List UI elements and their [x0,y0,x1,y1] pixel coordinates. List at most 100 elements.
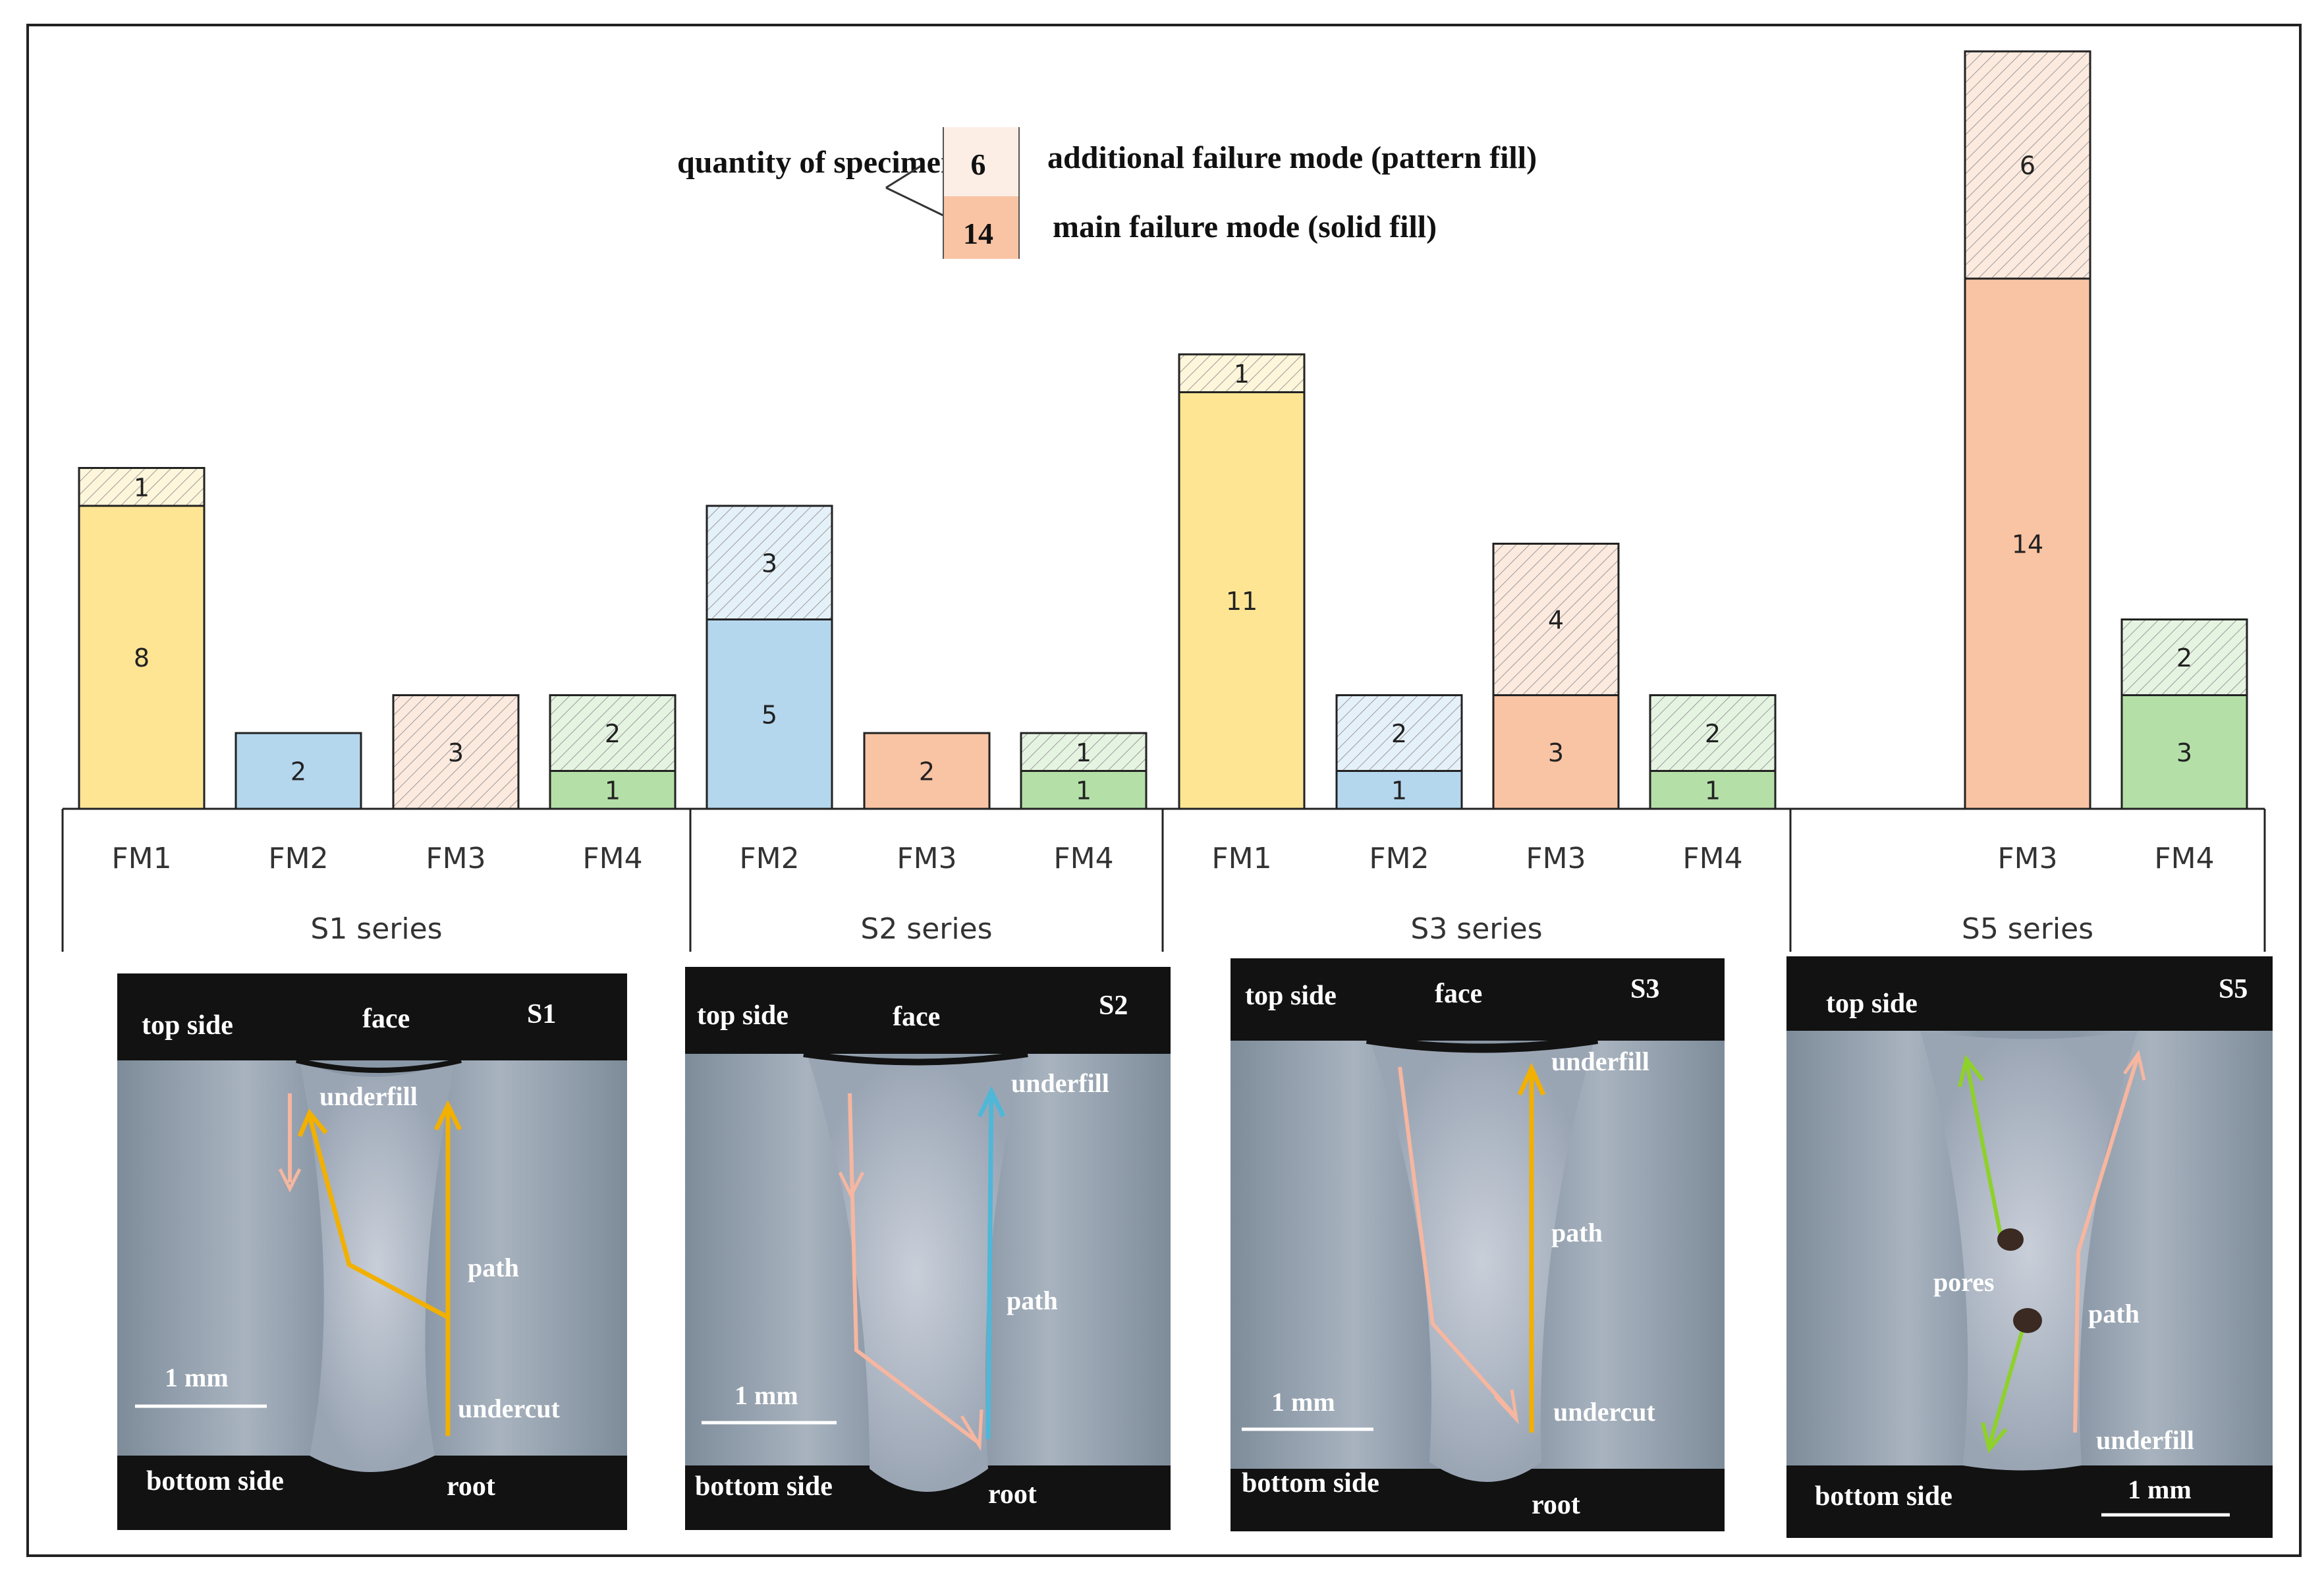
bar-additional-g2-fm2 [706,505,833,620]
micrograph-s5: top side S5 pores path underfill bottom … [1786,956,2273,1538]
bar-main-g1-fm2 [235,732,362,810]
micrographs-layer: top side face S1 underfill path 1 mm und… [117,956,2273,1538]
bar-additional-label-g4-fm3: 6 [2020,151,2035,180]
s5-label-top-side: top side [1826,989,1918,1019]
bar-additional-g2-fm4 [1020,732,1148,772]
bar-additional-label-g3-fm3: 4 [1548,606,1564,635]
category-label-g3-fm1: FM1 [1211,842,1271,875]
s3-label-id: S3 [1630,974,1659,1004]
legend-bracket [885,165,948,219]
bar-additional-g1-fm1 [78,467,206,507]
legend-swatch-additional [943,127,1019,196]
bar-main-label-g3-fm1: 11 [1226,587,1258,616]
s5-label-pores: pores [1933,1267,1995,1297]
bar-main-label-g2-fm4: 1 [1076,776,1092,805]
category-label-g1-fm1: FM1 [111,842,171,875]
s2-label-path: path [1007,1286,1058,1315]
figure-frame [26,24,2302,1557]
group-label-1: S1 series [310,912,442,946]
legend-swatch-main [943,196,1019,259]
s5-label-scale: 1 mm [2128,1475,2192,1504]
bar-additional-label-g2-fm4: 1 [1076,738,1092,767]
category-label-g2-fm3: FM3 [897,842,956,875]
bar-additional-g4-fm4 [2120,618,2248,696]
s1-label-scale: 1 mm [165,1363,229,1392]
bar-main-label-g1-fm4: 1 [605,776,621,805]
s3-label-scale: 1 mm [1271,1387,1335,1417]
legend: quantity of specimens 6 14 additional fa… [677,127,1537,259]
s1-label-face: face [362,1004,410,1034]
s3-label-path: path [1551,1218,1603,1247]
s1-label-undercut: undercut [458,1394,561,1423]
category-label-g1-fm3: FM3 [426,842,485,875]
s2-label-bottom-side: bottom side [695,1471,833,1502]
s1-label-id: S1 [527,999,556,1029]
bar-main-label-g3-fm4: 1 [1705,776,1721,805]
s1-label-root: root [447,1471,495,1502]
category-label-g2-fm4: FM4 [1053,842,1113,875]
s1-label-underfill: underfill [319,1081,418,1111]
bar-main-label-g4-fm4: 3 [2176,738,2192,767]
legend-main-label: main failure mode (solid fill) [1053,209,1437,244]
micrograph-s2: top side face S2 underfill path 1 mm bot… [685,967,1171,1530]
bar-additional-g4-fm3 [1964,50,2091,280]
bar-main-label-g4-fm3: 14 [2012,530,2043,559]
bar-additional-label-g1-fm3: 3 [448,738,464,767]
group-label-4: S5 series [1962,912,2093,946]
category-label-g4-fm3: FM3 [1997,842,2057,875]
bar-main-g3-fm4 [1649,770,1777,810]
legend-additional-label: additional failure mode (pattern fill) [1047,140,1537,175]
s3-label-top-side: top side [1245,981,1337,1011]
bar-additional-label-g4-fm4: 2 [2176,643,2192,672]
category-label-g2-fm2: FM2 [739,842,799,875]
bar-additional-label-g1-fm4: 2 [605,719,621,748]
category-label-g3-fm2: FM2 [1369,842,1429,875]
s3-label-bottom-side: bottom side [1242,1468,1379,1498]
micrograph-s3: top side face S3 underfill path 1 mm und… [1231,958,1725,1531]
bar-additional-g3-fm1 [1178,353,1306,393]
bar-main-label-g1-fm2: 2 [290,757,306,786]
s5-label-bottom-side: bottom side [1815,1481,1952,1512]
bar-additional-label-g2-fm2: 3 [761,549,777,578]
s2-label-top-side: top side [697,1000,788,1031]
s1-label-top-side: top side [142,1010,233,1041]
s3-label-root: root [1532,1490,1580,1520]
bar-main-g1-fm1 [78,505,206,810]
s2-label-face: face [893,1002,940,1032]
s1-label-path: path [468,1253,519,1282]
micrograph-s1: top side face S1 underfill path 1 mm und… [117,973,627,1530]
category-label-g1-fm2: FM2 [268,842,328,875]
legend-group-label: quantity of specimens [677,145,970,180]
legend-additional-value: 6 [971,148,986,181]
bar-additional-label-g1-fm1: 1 [134,473,150,502]
group-label-2: S2 series [860,912,992,946]
s2-label-id: S2 [1099,991,1128,1021]
category-label-g3-fm4: FM4 [1682,842,1742,875]
category-label-g4-fm4: FM4 [2154,842,2214,875]
bar-main-label-g1-fm1: 8 [134,643,150,672]
bar-additional-g3-fm3 [1492,543,1620,696]
bar-additional-label-g3-fm1: 1 [1234,360,1250,389]
s3-label-underfill: underfill [1551,1047,1649,1076]
bar-additional-g1-fm4 [549,694,677,772]
s2-label-root: root [988,1479,1037,1510]
bar-main-label-g2-fm2: 5 [761,700,777,729]
bar-additional-g3-fm4 [1649,694,1777,772]
s5-label-path: path [2088,1299,2140,1328]
bar-additional-g1-fm3 [392,694,520,810]
s1-label-bottom-side: bottom side [146,1466,284,1496]
bar-additional-g3-fm2 [1335,694,1463,772]
category-label-g3-fm3: FM3 [1526,842,1586,875]
s5-label-id: S5 [2219,974,2248,1004]
s5-label-underfill: underfill [2096,1425,2194,1455]
bar-main-label-g3-fm2: 1 [1391,776,1407,805]
category-label-g1-fm4: FM4 [582,842,642,875]
axis-layer: FM1 FM2 FM3 FM4 S1 series FM2 FM3 FM4 S2 series F… [61,807,2266,952]
s2-label-underfill: underfill [1011,1068,1109,1098]
s2-label-scale: 1 mm [734,1381,798,1410]
bar-main-label-g2-fm3: 2 [919,757,935,786]
bar-main-label-g3-fm3: 3 [1548,738,1564,767]
bar-main-g4-fm3 [1964,277,2091,810]
